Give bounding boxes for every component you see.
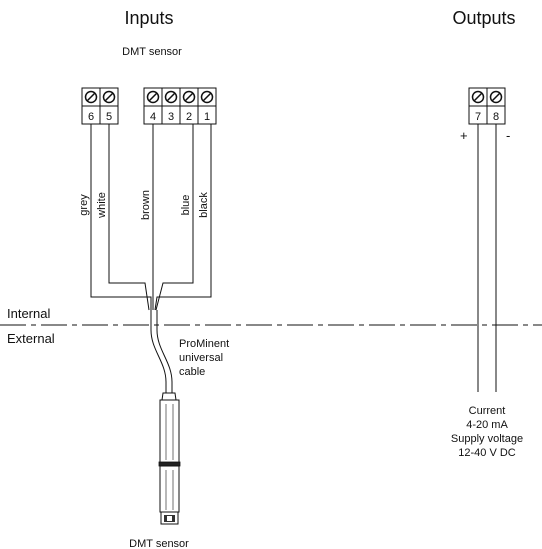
terminal-block-6-5: 6 5 — [81, 87, 119, 125]
screw-icon — [489, 90, 503, 104]
screw-icon — [102, 90, 116, 104]
screw-icon — [471, 90, 485, 104]
screw-icon — [200, 90, 214, 104]
terminal-number-2: 2 — [186, 111, 192, 123]
output-desc-line-3: Supply voltage — [451, 433, 523, 445]
input-wires — [90, 124, 212, 311]
wire-black — [154, 124, 212, 311]
wire-label-brown: brown — [140, 190, 152, 220]
terminal-block-4-1: 4 3 2 1 — [143, 87, 217, 125]
terminal-number-7: 7 — [475, 111, 481, 123]
terminal-block-7-8: 7 8 — [468, 87, 506, 125]
internal-label: Internal — [7, 306, 50, 321]
cable-label-line-3: cable — [179, 366, 205, 378]
cable-label-line-2: universal — [179, 352, 223, 364]
output-desc-line-1: Current — [469, 405, 506, 417]
screw-icon — [84, 90, 98, 104]
terminal-number-6: 6 — [88, 111, 94, 123]
wire-grey — [90, 124, 152, 310]
terminal-number-5: 5 — [106, 111, 112, 123]
external-label: External — [7, 331, 55, 346]
outputs-heading: Outputs — [452, 8, 515, 28]
output-desc-line-2: 4-20 mA — [466, 419, 508, 431]
polarity-minus: - — [506, 128, 510, 143]
screw-icon — [182, 90, 196, 104]
wire-white — [108, 124, 150, 311]
wire-label-white: white — [96, 192, 108, 219]
screw-icon — [164, 90, 178, 104]
bottom-sensor-label: DMT sensor — [129, 538, 189, 549]
cable-outline-left — [150, 310, 167, 393]
dmt-sensor-probe — [158, 392, 181, 525]
wire-label-blue: blue — [180, 195, 192, 216]
terminal-number-4: 4 — [150, 111, 156, 123]
cable-outline-right — [156, 310, 173, 393]
terminal-number-8: 8 — [493, 111, 499, 123]
wire-blue — [155, 124, 194, 311]
wire-label-grey: grey — [78, 194, 90, 216]
top-sensor-label: DMT sensor — [122, 46, 182, 58]
screw-icon — [146, 90, 160, 104]
terminal-number-3: 3 — [168, 111, 174, 123]
terminal-1 — [197, 105, 217, 125]
polarity-plus: + — [460, 128, 468, 143]
terminal-number-1: 1 — [204, 111, 210, 123]
cable-label-line-1: ProMinent — [179, 338, 229, 350]
wire-label-black: black — [198, 192, 210, 218]
inputs-heading: Inputs — [124, 8, 173, 28]
output-desc-line-4: 12-40 V DC — [458, 447, 516, 459]
